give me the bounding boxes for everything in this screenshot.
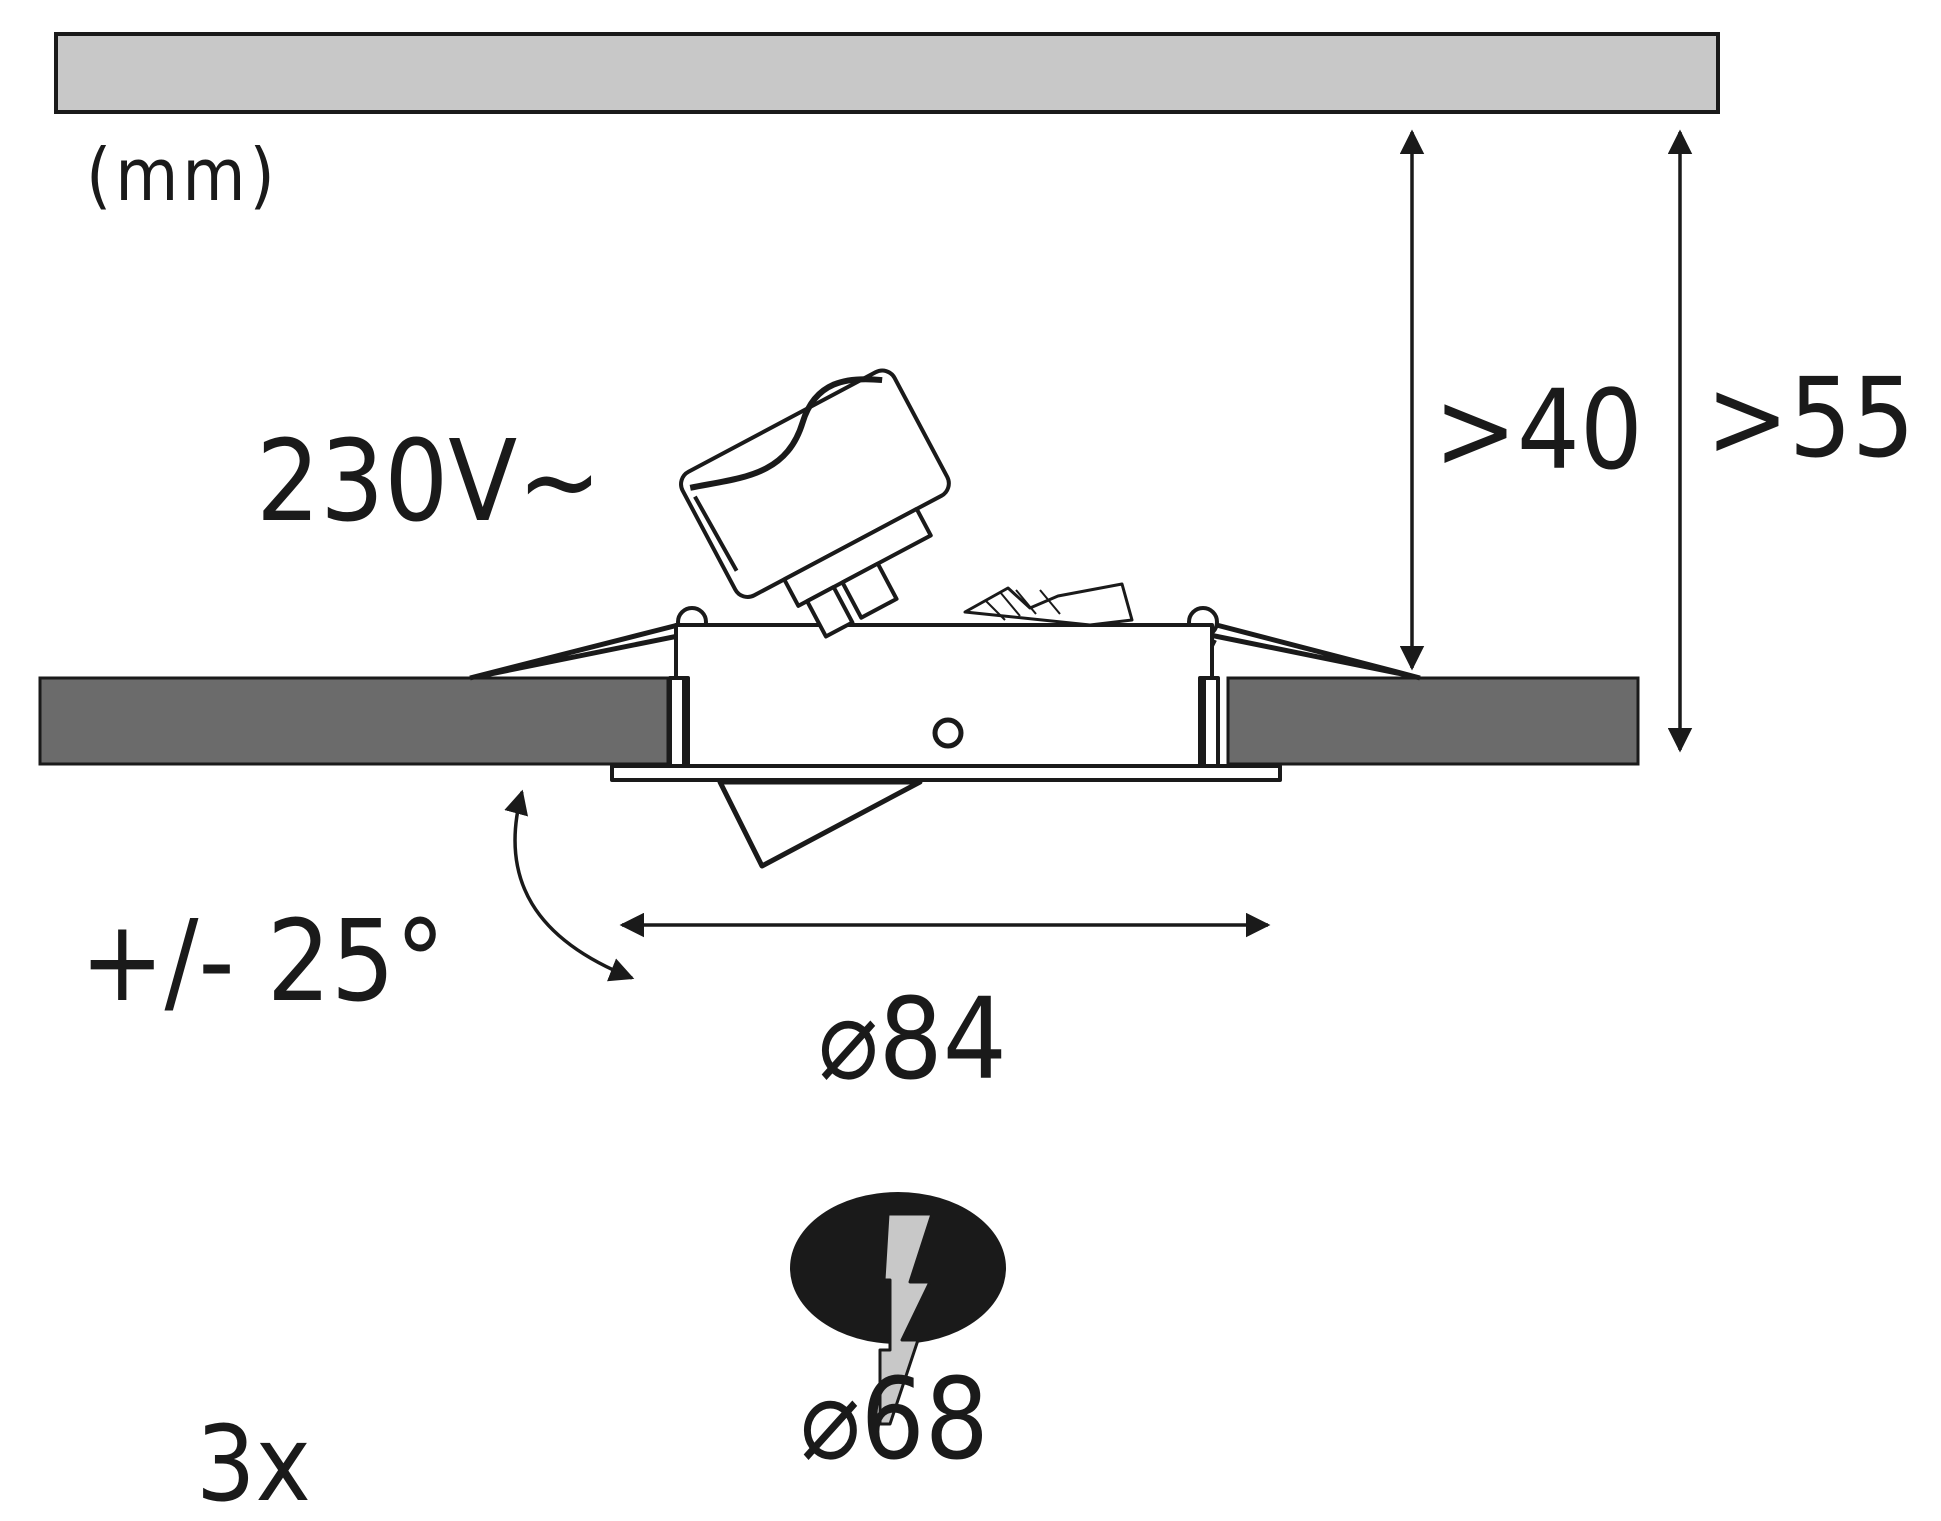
tilt-arrow bbox=[504, 789, 635, 982]
units-label: (mm) bbox=[86, 133, 279, 217]
voltage-label: 230V~ bbox=[256, 417, 602, 547]
cutout-hole-symbol bbox=[790, 1192, 1006, 1426]
quantity-label: 3x bbox=[196, 1403, 311, 1521]
ceiling-panel-right bbox=[1226, 676, 1640, 766]
ceiling-panel-left bbox=[38, 676, 670, 766]
spotlight-fixture bbox=[469, 368, 1421, 869]
diameter-outer-label: ⌀84 bbox=[818, 975, 1007, 1105]
lightning-bolt-icon bbox=[878, 1212, 934, 1426]
depth-min-label: >40 bbox=[1434, 366, 1643, 494]
ceiling-slab bbox=[54, 32, 1720, 114]
depth-max-label: >55 bbox=[1706, 354, 1915, 482]
diameter-cutout-label: ⌀68 bbox=[800, 1355, 989, 1485]
tilt-label: +/- 25° bbox=[80, 897, 445, 1027]
